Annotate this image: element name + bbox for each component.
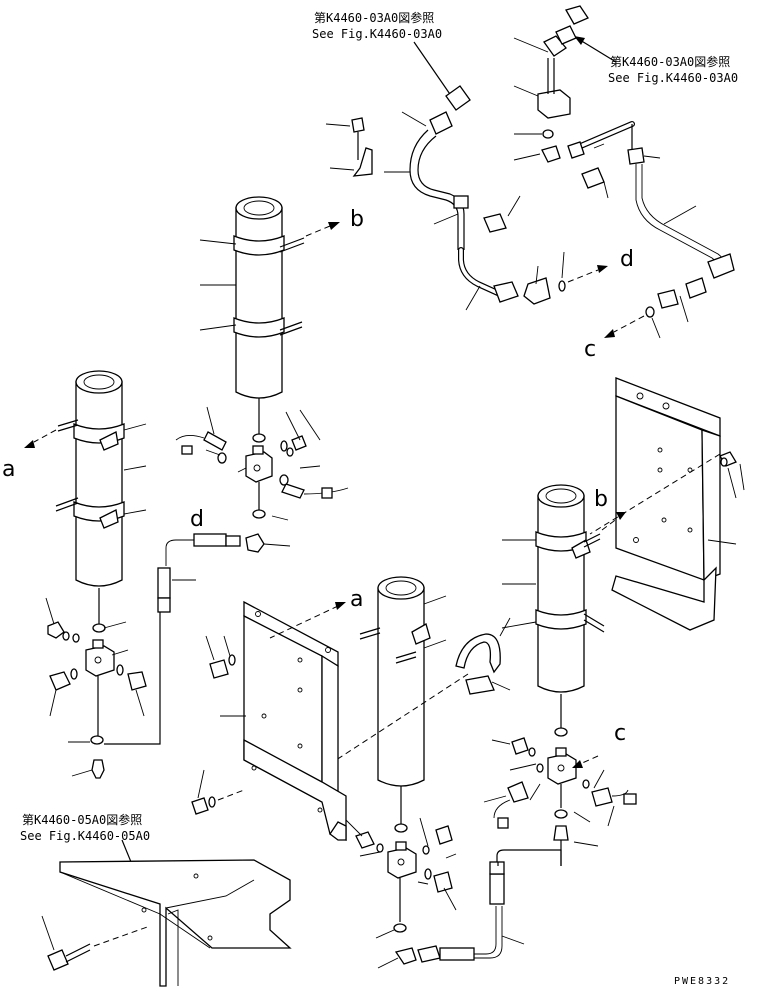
- ref-top-center-en: See Fig.K4460-03A0: [312, 27, 442, 41]
- accumulator-upper-center: [199, 196, 340, 438]
- ref-bottom-left: 第K4460-05A0図参照 See Fig.K4460-05A0: [20, 812, 150, 843]
- callout-d-top: d: [620, 247, 634, 272]
- callout-b-right: b: [594, 487, 608, 512]
- ref-top-center: 第K4460-03A0図参照 See Fig.K4460-03A0: [312, 10, 442, 41]
- valve-block-right: [483, 727, 637, 866]
- callout-d-left: d: [190, 507, 204, 532]
- callout-letters: b d c a d b a c: [2, 207, 634, 746]
- callout-b-top: b: [350, 207, 364, 232]
- accumulator-left: [24, 370, 147, 626]
- ref-top-center-jp: 第K4460-03A0図参照: [314, 10, 434, 25]
- ref-bottom-left-jp: 第K4460-05A0図参照: [22, 812, 142, 827]
- valve-block-center-low: [343, 817, 562, 969]
- callout-a-left: a: [2, 457, 15, 482]
- callout-c-right: c: [614, 721, 626, 746]
- upper-center-pipe: [325, 85, 608, 311]
- valve-block-center: [175, 406, 349, 521]
- upper-hoses: [513, 5, 735, 339]
- accumulator-center-low: [329, 576, 511, 826]
- ref-bottom-left-en: See Fig.K4460-05A0: [20, 829, 150, 843]
- ref-top-right-en: See Fig.K4460-03A0: [608, 71, 738, 85]
- bracket-center: [191, 600, 347, 841]
- ref-top-right: 第K4460-03A0図参照 See Fig.K4460-03A0: [608, 54, 738, 85]
- hose-left: [157, 533, 291, 613]
- valve-block-left: [45, 597, 161, 779]
- base-frame: [41, 859, 292, 987]
- bracket-right: [589, 377, 745, 631]
- callout-a-center: a: [350, 587, 363, 612]
- accumulator-right: [501, 484, 626, 730]
- callout-c-top: c: [584, 337, 596, 362]
- ref-top-right-jp: 第K4460-03A0図参照: [610, 54, 730, 69]
- drawing-code: PWE8332: [674, 976, 730, 987]
